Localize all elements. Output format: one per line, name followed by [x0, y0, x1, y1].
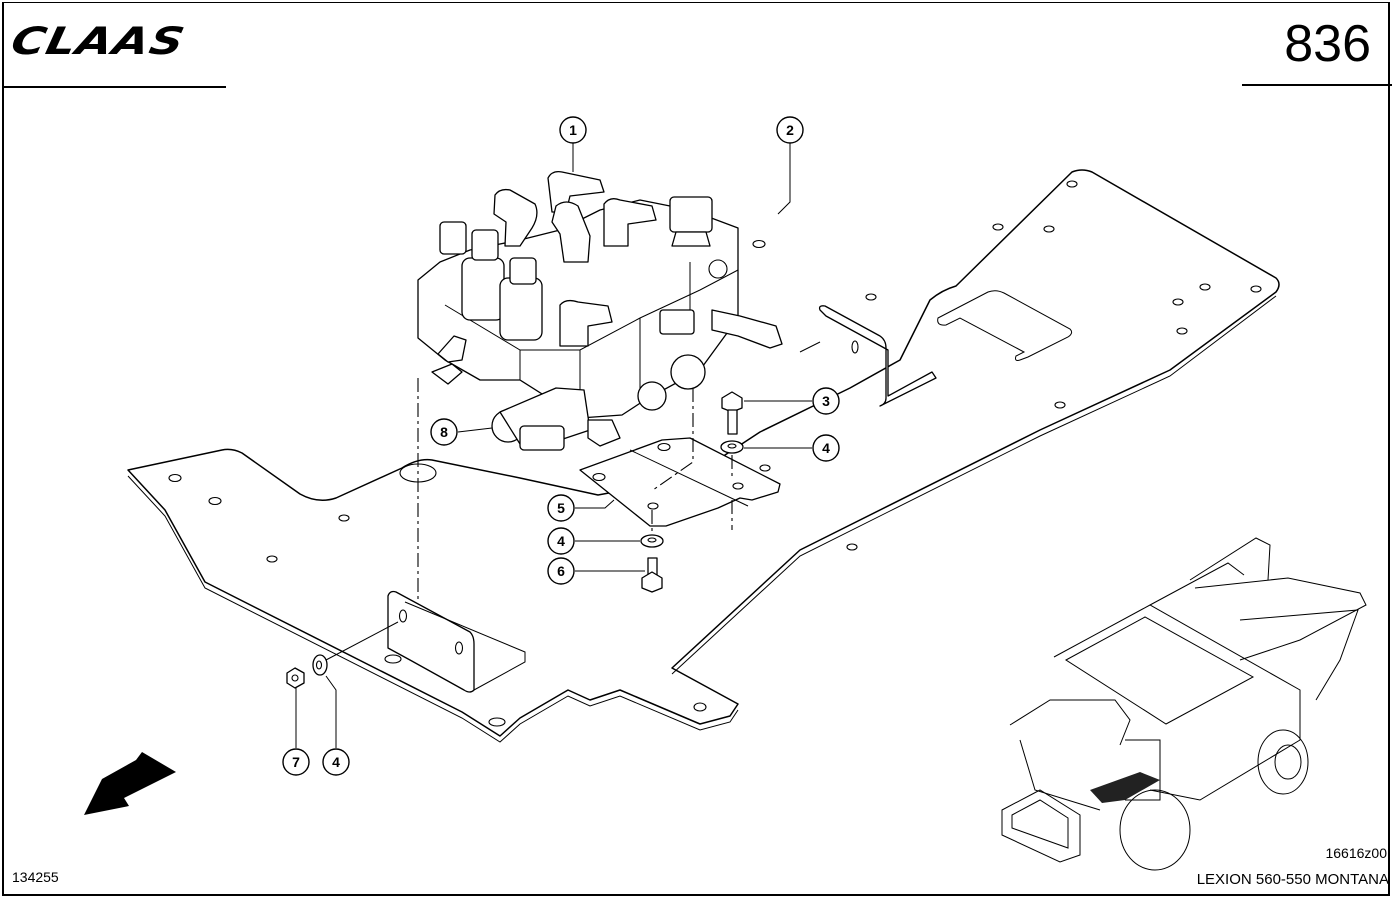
callout-4c[interactable]: 4 [322, 748, 350, 776]
centerline-valve-to-plate [652, 388, 694, 491]
valve-block-assembly[interactable] [417, 170, 783, 451]
callout-8[interactable]: 8 [430, 418, 458, 446]
page-number-divider [1242, 84, 1392, 86]
callout-7[interactable]: 7 [282, 748, 310, 776]
callout-5[interactable]: 5 [547, 494, 575, 522]
location-highlight [1090, 772, 1160, 803]
svg-text:4: 4 [822, 440, 830, 456]
svg-text:3: 3 [822, 393, 830, 409]
callout-3[interactable]: 3 [812, 387, 840, 415]
callout-4b[interactable]: 4 [547, 527, 575, 555]
bracket-plate[interactable] [579, 437, 781, 527]
page-number: 836 [1284, 15, 1371, 73]
centerline-nut-7 [325, 621, 399, 661]
svg-text:8: 8 [440, 424, 448, 440]
combine-harvester-inset [1001, 537, 1367, 871]
reference-code: 16616z00 [1325, 845, 1387, 861]
brand-divider [2, 86, 226, 88]
svg-text:2: 2 [786, 122, 794, 138]
arrow-down-left-icon [84, 752, 176, 815]
washer-4-middle[interactable] [640, 534, 664, 548]
callout-2[interactable]: 2 [776, 116, 804, 144]
svg-text:1: 1 [569, 122, 577, 138]
svg-text:5: 5 [557, 500, 565, 516]
callout-4a[interactable]: 4 [812, 434, 840, 462]
hex-nut-7[interactable] [286, 667, 305, 689]
hex-bolt-3[interactable] [721, 391, 743, 435]
svg-text:4: 4 [557, 533, 565, 549]
leader-lines [295, 143, 812, 748]
washer-4-upper[interactable] [720, 440, 744, 454]
washer-4-lower[interactable] [312, 654, 328, 676]
svg-text:4: 4 [332, 754, 340, 770]
callout-1[interactable]: 1 [559, 116, 587, 144]
hex-bolt-6[interactable] [641, 557, 663, 593]
callout-6[interactable]: 6 [547, 557, 575, 585]
svg-text:7: 7 [292, 754, 300, 770]
model-name: LEXION 560-550 MONTANA [1196, 871, 1389, 888]
svg-text:6: 6 [557, 563, 565, 579]
drawing-id: 134255 [12, 869, 59, 885]
